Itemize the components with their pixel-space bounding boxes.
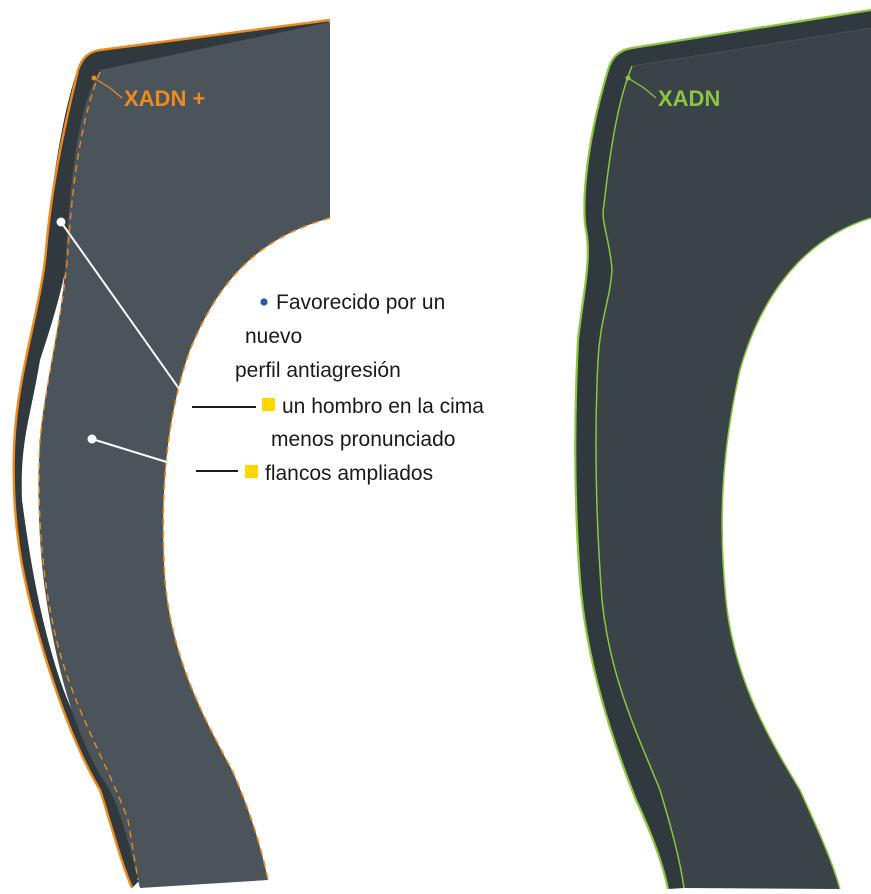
xadn-inner-outline xyxy=(595,65,685,889)
xadn-plus-profile xyxy=(12,18,331,889)
annotation-intro-line-2: nuevo xyxy=(245,325,302,348)
xadn-plus-label: XADN + xyxy=(124,86,205,111)
callout-leaders xyxy=(56,217,256,472)
xadn-profile xyxy=(574,8,871,890)
xadn-label-leader xyxy=(627,77,657,99)
annotation-intro-line-1: Favorecido por un xyxy=(276,291,445,314)
xadn-plus-dashed-inner xyxy=(38,71,139,881)
annotation-block: Favorecido por un nuevo perfil antiagres… xyxy=(235,291,484,485)
item-2-square xyxy=(245,465,258,478)
xadn-plus-outline xyxy=(12,18,331,889)
xadn-label-group: XADN xyxy=(625,75,720,111)
annotation-item-2: flancos ampliados xyxy=(265,462,433,485)
xadn-plus-label-leader xyxy=(93,77,123,99)
annotation-item-1-line-2: menos pronunciado xyxy=(271,428,455,451)
xadn-plus-label-group: XADN + xyxy=(91,75,205,111)
xadn-side xyxy=(575,10,871,889)
xadn-face-outline xyxy=(721,217,871,890)
xadn-face xyxy=(595,28,871,889)
annotation-item-1-line-1: un hombro en la cima xyxy=(282,395,484,418)
xadn-label: XADN xyxy=(658,86,720,111)
xadn-outline xyxy=(574,8,871,890)
flank-leader-dot xyxy=(87,434,97,444)
shoulder-leader-dot xyxy=(56,217,66,227)
xadn-plus-face xyxy=(38,22,330,888)
item-1-square xyxy=(262,398,275,411)
intro-bullet xyxy=(260,298,268,306)
xadn-plus-dashed-outline xyxy=(162,217,331,881)
annotation-intro-line-3: perfil antiagresión xyxy=(235,359,401,382)
